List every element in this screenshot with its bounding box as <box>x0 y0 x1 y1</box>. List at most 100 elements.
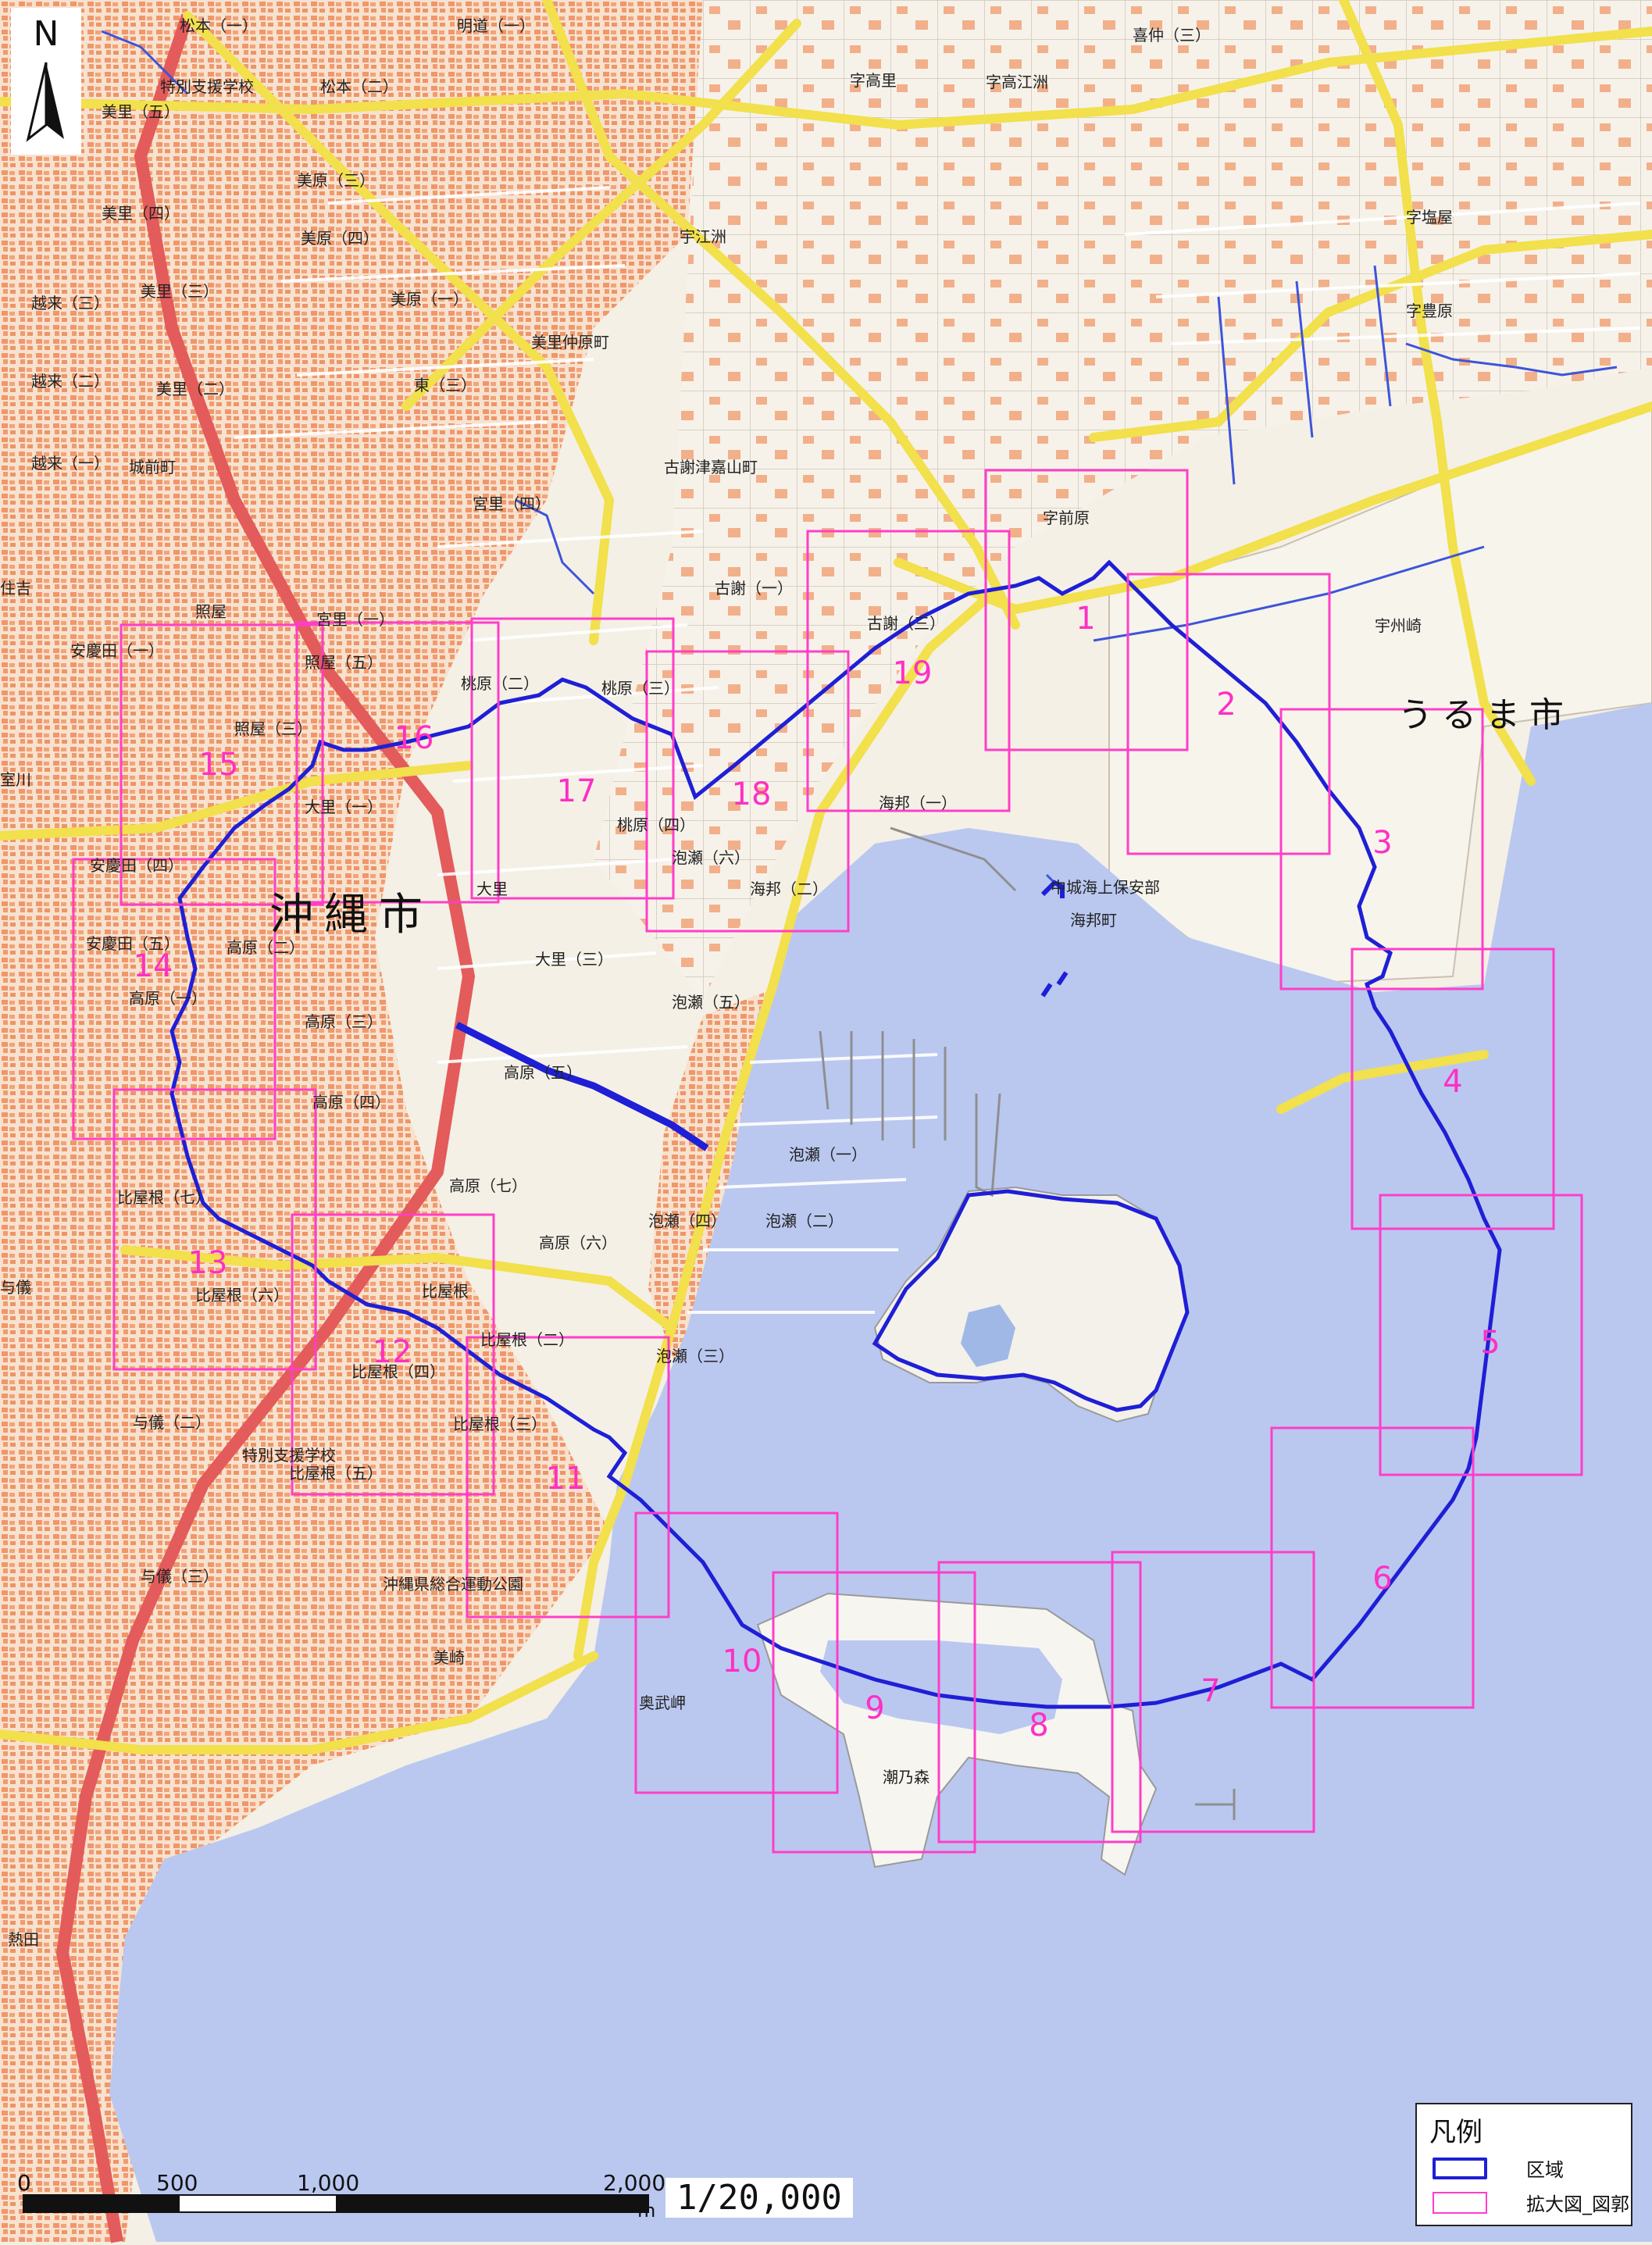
place-label: 高原（四） <box>312 1093 391 1112</box>
scale-tick-500: 500 <box>156 2170 198 2196</box>
sheet-frame-4 <box>1351 948 1555 1230</box>
place-label: 高原（七） <box>449 1176 527 1195</box>
place-label: 美原（一） <box>391 290 469 309</box>
sheet-number-18: 18 <box>732 776 772 812</box>
urban-area-west <box>0 0 703 2242</box>
scale-bar: 0 500 1,000 2,000 m <box>16 2170 665 2222</box>
map-legend: 凡例 区域 拡大図_図郭 <box>1415 2103 1632 2226</box>
national-route-329 <box>55 13 476 2243</box>
place-label: 美原（三） <box>297 171 375 190</box>
shionomori-basin <box>820 1640 1062 1734</box>
sheet-frame-5 <box>1379 1194 1583 1476</box>
boundary-road-segment <box>455 1021 709 1151</box>
sheet-number-14: 14 <box>134 948 173 984</box>
place-label: 潮乃森 <box>883 1768 929 1786</box>
sheet-number-16: 16 <box>394 720 434 756</box>
place-label: 特別支援学校 <box>160 77 254 96</box>
place-label: 泡瀬（二） <box>765 1212 844 1230</box>
sheet-frame-2 <box>1126 573 1331 855</box>
place-label: 高原（三） <box>305 1012 383 1031</box>
scale-bar-graphic: 0 500 1,000 2,000 m <box>17 2170 665 2222</box>
place-label: 泡瀬（六） <box>672 848 750 867</box>
place-label: 比屋根（七） <box>117 1188 211 1207</box>
place-label: 照屋（五） <box>305 653 383 672</box>
place-label: 大里（三） <box>535 950 613 969</box>
sheet-number-12: 12 <box>373 1334 412 1370</box>
boundary-harbor-mark <box>1040 880 1069 998</box>
place-label: 泡瀬（一） <box>789 1145 867 1164</box>
place-label: 大里 <box>476 880 508 898</box>
place-label: 喜仲（三） <box>1133 26 1211 45</box>
island-lake <box>961 1305 1015 1367</box>
sheet-frame-8 <box>937 1561 1142 1843</box>
scale-unit: m <box>637 2200 655 2222</box>
sheet-frame-12 <box>291 1213 495 1496</box>
place-label: 比屋根（四） <box>351 1362 445 1381</box>
city-label-okinawa: 沖縄市 <box>269 890 434 940</box>
place-label: 住吉 <box>0 579 31 598</box>
place-label: 比屋根（三） <box>453 1415 547 1433</box>
scale-ratio: 1/20,000 <box>665 2178 853 2218</box>
place-label: 美原（四） <box>301 229 379 248</box>
sheet-number-7: 7 <box>1201 1673 1220 1709</box>
place-label: 安慶田（四） <box>90 856 184 875</box>
place-label: 松本（一） <box>180 16 258 35</box>
place-label: 海邦町 <box>1070 911 1117 930</box>
place-label: 字高江洲 <box>986 73 1048 91</box>
sheet-frame-10 <box>634 1512 839 1794</box>
place-label: 東（三） <box>414 376 476 394</box>
place-label: 特別支援学校 <box>242 1446 336 1465</box>
place-label: 桃原（二） <box>461 674 539 693</box>
sheet-frame-16 <box>295 621 500 904</box>
sea <box>109 703 1652 2242</box>
sheet-number-9: 9 <box>865 1690 884 1726</box>
port-piers <box>819 826 1236 1820</box>
place-label: 比屋根（五） <box>289 1464 383 1483</box>
place-label: 字塩屋 <box>1406 208 1453 227</box>
place-label: 明道（一） <box>457 16 535 35</box>
place-label: 宮里（四） <box>473 494 551 513</box>
sheet-frame-14 <box>72 858 277 1140</box>
place-label: 美里（二） <box>156 380 234 398</box>
sheet-number-11: 11 <box>546 1461 586 1497</box>
place-label: 越来（三） <box>31 294 109 312</box>
place-label: 宇州崎 <box>1375 616 1422 635</box>
place-label: 安慶田（五） <box>86 934 180 953</box>
place-label: 古謝（一） <box>715 579 793 598</box>
sheet-number-19: 19 <box>893 655 933 691</box>
place-label: 熱田 <box>8 1930 39 1949</box>
place-label: 字高里 <box>850 71 897 90</box>
place-label: 比屋根 <box>422 1282 469 1301</box>
scale-tick-1000: 1,000 <box>297 2170 359 2196</box>
sheet-number-4: 4 <box>1443 1064 1462 1100</box>
place-label: 奥武岬 <box>639 1694 686 1712</box>
sheet-frame-1 <box>984 469 1189 751</box>
sheet-number-15: 15 <box>199 747 239 783</box>
sheet-frame-3 <box>1279 708 1484 990</box>
place-label: 海邦（二） <box>750 880 828 898</box>
sheet-frame-7 <box>1111 1551 1315 1833</box>
sheet-number-2: 2 <box>1216 687 1236 723</box>
place-label: 泡瀬（五） <box>672 993 750 1012</box>
place-label: 美里（三） <box>141 282 219 301</box>
place-label: 美里（四） <box>102 204 180 223</box>
urban-area-north <box>594 0 1652 1000</box>
north-arrow-icon <box>26 62 64 142</box>
place-label: 与儀（二） <box>133 1413 211 1432</box>
sheet-frame-9 <box>772 1571 976 1854</box>
place-label: 泡瀬（三） <box>656 1347 734 1365</box>
place-label: 美里仲原町 <box>531 333 609 352</box>
north-label: N <box>33 14 59 54</box>
city-label-uruma: うるま市 <box>1398 695 1573 735</box>
sheet-number-5: 5 <box>1480 1325 1500 1361</box>
place-label: 室川 <box>0 770 31 789</box>
place-label: 高原（六） <box>539 1233 617 1252</box>
place-label: 古謝（三） <box>867 614 945 633</box>
place-label: 桃原（三） <box>601 679 680 698</box>
minor-roads <box>234 186 1641 1314</box>
study-area-boundary <box>169 559 1502 1709</box>
place-label: 泡瀬（四） <box>648 1212 726 1230</box>
place-label: 宮里（一） <box>316 610 394 629</box>
place-label: 古謝津嘉山町 <box>664 458 758 476</box>
